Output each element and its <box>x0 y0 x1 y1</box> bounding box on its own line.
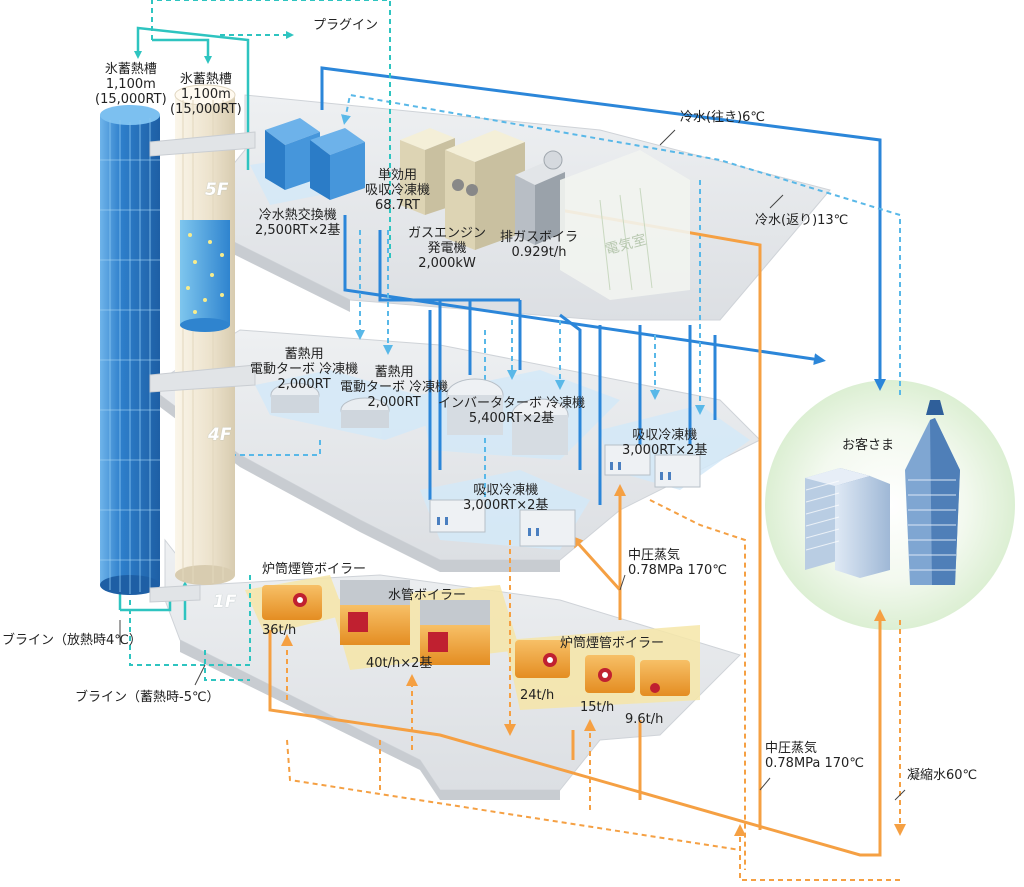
exhaust-boiler-capacity: 0.929t/h <box>511 245 567 260</box>
ice-tank-2 <box>174 84 236 585</box>
fire-tube-boiler-36 <box>262 585 322 620</box>
steam-mid-1-label: 中圧蒸気 0.78MPa 170℃ <box>628 548 727 578</box>
storage-turbo-2-label: 蓄熱用 電動ターボ 冷凍機 2,000RT <box>340 365 448 410</box>
fire-tube-2-capacity-c: 9.6t/h <box>625 712 664 727</box>
storage-turbo-2-line1: 蓄熱用 <box>374 365 414 380</box>
ice-tank-2-volume: 1,100m <box>180 87 231 102</box>
water-tube-label: 水管ボイラー <box>388 588 467 603</box>
absorption-lower-label: 吸収冷凍機 3,000RT×2基 <box>463 483 548 513</box>
electric-room-block <box>560 150 690 300</box>
inverter-turbo-name: インバータターボ 冷凍機 <box>438 396 586 411</box>
single-absorption-line2: 吸収冷凍機 <box>365 183 431 198</box>
inverter-turbo-capacity: 5,400RT×2基 <box>468 411 555 426</box>
brine-release-label: ブライン（放熱時4℃） <box>2 633 142 648</box>
gas-engine-line2: 発電機 <box>427 241 467 256</box>
absorption-upper-label: 吸収冷凍機 3,000RT×2基 <box>622 428 707 458</box>
cold-water-return-pipes <box>230 93 901 505</box>
steam-mid-2-line1: 中圧蒸気 <box>765 741 818 756</box>
exhaust-boiler-block <box>515 150 565 245</box>
cold-water-out-label: 冷水(往き)6℃ <box>680 110 766 125</box>
fire-tube-1-label: 炉筒煙管ボイラー <box>262 562 367 577</box>
single-absorption-line3: 68.7RT <box>375 198 420 213</box>
brine-dashed-pipes <box>129 0 391 681</box>
absorption-lower-capacity: 3,000RT×2基 <box>463 498 549 513</box>
steam-mid-2-line2: 0.78MPa 170℃ <box>765 756 864 771</box>
steam-mid-2-label: 中圧蒸気 0.78MPa 170℃ <box>765 741 864 771</box>
office-buildings <box>805 468 890 578</box>
absorption-chillers-lower <box>429 499 576 547</box>
ice-tank-1-name: 氷蓄熱槽 <box>104 62 157 77</box>
ice-tank-1 <box>100 105 160 595</box>
storage-turbo-1-line1: 蓄熱用 <box>284 347 324 362</box>
ice-tank-1-volume: 1,100m <box>105 77 156 92</box>
water-tube-boilers <box>340 580 490 665</box>
storage-turbo-1-line3: 2,000RT <box>277 377 331 392</box>
floor-4f-label: 4F <box>208 425 232 445</box>
gas-engine-label: ガスエンジン 発電機 2,000kW <box>408 226 486 271</box>
ice-tank-2-capacity: (15,000RT) <box>170 102 242 117</box>
fire-tube-2-capacity-b: 15t/h <box>580 700 615 715</box>
cold-water-return-label: 冷水(返り)13℃ <box>755 213 849 228</box>
gas-engine-line1: ガスエンジン <box>408 226 487 241</box>
storage-turbo-1-label: 蓄熱用 電動ターボ 冷凍機 2,000RT <box>250 347 358 392</box>
condensate-label: 凝縮水60℃ <box>907 768 978 783</box>
fire-tube-2-label: 炉筒煙管ボイラー <box>560 636 665 651</box>
storage-turbo-1-line2: 電動ターボ 冷凍機 <box>250 362 359 377</box>
tank-connectors <box>149 131 256 603</box>
ice-tank-1-label: 氷蓄熱槽 1,100m (15,000RT) <box>95 62 167 107</box>
single-absorption-line1: 単効用 <box>378 168 418 183</box>
ice-tank-2-label: 氷蓄熱槽 1,100m (15,000RT) <box>170 72 242 117</box>
ice-tank-water <box>180 220 230 325</box>
brine-storage-label: ブライン（蓄熱時-5℃） <box>75 690 220 705</box>
fire-tube-2-capacity-a: 24t/h <box>520 688 555 703</box>
absorption-chillers-upper <box>604 444 701 488</box>
inverter-turbo-chillers <box>446 378 569 455</box>
landmark-tower <box>905 400 960 585</box>
fire-tube-boilers-small <box>515 640 690 696</box>
floor-5f-label: 5F <box>205 180 229 200</box>
exhaust-boiler-label: 排ガスボイラ 0.929t/h <box>500 230 578 260</box>
gas-engine-block <box>400 128 525 250</box>
storage-turbo-2-line3: 2,000RT <box>367 395 421 410</box>
steam-mid-1-line1: 中圧蒸気 <box>628 548 681 563</box>
cold-heat-exchangers <box>265 118 365 200</box>
gas-engine-line3: 2,000kW <box>418 256 476 271</box>
absorption-lower-name: 吸収冷凍機 <box>473 483 539 498</box>
ice-tank-1-capacity: (15,000RT) <box>95 92 167 107</box>
heat-exchanger-name: 冷水熱交換機 <box>258 208 337 223</box>
absorption-upper-capacity: 3,000RT×2基 <box>622 443 708 458</box>
water-tube-capacity: 40t/h×2基 <box>366 656 433 671</box>
customers-label: お客さま <box>842 438 895 453</box>
customers-area <box>765 380 1015 630</box>
floor-1f-label: 1F <box>213 592 237 612</box>
callout-lines <box>119 129 906 801</box>
heat-exchanger-capacity: 2,500RT×2基 <box>255 223 341 238</box>
inverter-turbo-label: インバータターボ 冷凍機 5,400RT×2基 <box>438 396 585 426</box>
exhaust-boiler-name: 排ガスボイラ <box>500 230 579 245</box>
absorption-upper-name: 吸収冷凍機 <box>632 428 698 443</box>
storage-turbo-chillers <box>270 382 390 428</box>
ice-crystals <box>186 233 224 314</box>
ice-tank-2-name: 氷蓄熱槽 <box>179 72 232 87</box>
fire-tube-1-capacity: 36t/h <box>262 623 297 638</box>
single-absorption-label: 単効用 吸収冷凍機 68.7RT <box>365 168 430 213</box>
storage-turbo-2-line2: 電動ターボ 冷凍機 <box>340 380 449 395</box>
steam-mid-1-line2: 0.78MPa 170℃ <box>628 563 727 578</box>
heat-exchanger-label: 冷水熱交換機 2,500RT×2基 <box>255 208 340 238</box>
plugin-label: プラグイン <box>313 18 379 33</box>
cold-water-supply-pipes <box>320 66 886 505</box>
